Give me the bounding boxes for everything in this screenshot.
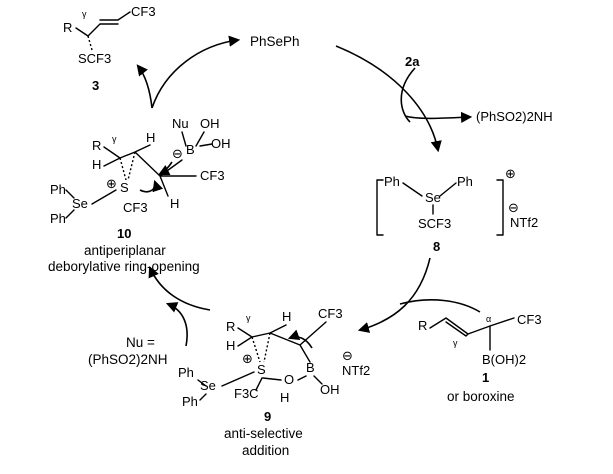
arrow-10-to-product [136, 64, 153, 109]
s1-note: or boroxine [447, 389, 515, 404]
bracket-right [496, 179, 504, 236]
i10-curly-arrow-2 [157, 161, 173, 176]
i10-caption-1: antiperiplanar [84, 243, 166, 258]
product-gamma: γ [82, 9, 87, 19]
i9-h2: H [282, 309, 291, 324]
s1-boron: B(OH)2 [482, 352, 526, 367]
arrow-nucleophile-in [165, 302, 188, 347]
i10-ph1: Ph [50, 182, 66, 197]
cycle-arrows [136, 35, 481, 347]
i9-curly-arrow [287, 329, 313, 349]
i9-wedge-s [251, 332, 271, 363]
byproduct-label: (PhSO2)2NH [476, 109, 553, 124]
i10-nu: Nu [172, 116, 189, 131]
nu-line1: Nu = [126, 335, 155, 350]
i10-h1: H [92, 157, 101, 172]
i9-ph1: Ph [178, 365, 194, 380]
s1-gamma: γ [453, 338, 458, 348]
i9-plus: ⊕ [242, 351, 253, 366]
i9-bonds [197, 321, 327, 401]
i8-bonds [402, 182, 457, 215]
i9-b: B [306, 360, 315, 375]
product-r: R [63, 20, 72, 35]
i10-oh1: OH [200, 116, 220, 131]
i9-s: S [257, 362, 266, 377]
arrow-reagent-in [400, 67, 416, 123]
i9-cf3: CF3 [318, 306, 343, 321]
i10-h3: H [170, 196, 179, 211]
s1-alpha: α [486, 314, 491, 324]
i9-caption-1: anti-selective [224, 426, 303, 441]
i10-s: S [120, 180, 129, 195]
intermediate-10: R γ H H H Nu OH OH ⊖ B CF3 ⊕ S CF3 Ph Se… [48, 116, 231, 274]
intermediate-9: R γ H H CF3 ⊕ S O B OH H F3C Ph Se Ph ⊖ … [178, 306, 370, 458]
i9-se: Se [200, 378, 216, 393]
intermediate-8: Ph Ph Se SCF3 ⊕ ⊖ NTf2 8 [376, 166, 538, 254]
i10-bonds [65, 131, 213, 219]
i10-cf3-s: CF3 [123, 200, 148, 215]
i10-curly-arrow-1 [139, 179, 164, 193]
i10-wedge-s [119, 151, 136, 181]
i10-number: 10 [117, 226, 131, 241]
arrow-8-to-9 [357, 257, 431, 333]
arrow-byproduct-out [404, 111, 473, 123]
i10-oh2: OH [211, 136, 231, 151]
s1-number: 1 [482, 370, 489, 385]
i9-number: 9 [264, 409, 271, 424]
arrow-substrate-in [399, 299, 481, 313]
i10-ph2: Ph [50, 211, 66, 226]
product-scf3: SCF3 [78, 51, 111, 66]
i9-gamma: γ [246, 313, 251, 323]
i8-se: Se [425, 190, 441, 205]
i10-gamma: γ [112, 134, 117, 144]
catalyst-label: PhSePh [250, 34, 300, 49]
i9-oh: OH [320, 382, 340, 397]
i9-ph2: Ph [182, 394, 198, 409]
substrate-1: R γ α CF3 B(OH)2 1 or boroxine [418, 312, 542, 404]
s1-bonds [429, 317, 515, 351]
i10-caption-2: deborylative ring-opening [48, 259, 200, 274]
product-number: 3 [92, 78, 99, 93]
i10-b: B [186, 142, 195, 157]
i9-caption-2: addition [242, 443, 289, 458]
i9-r: R [226, 319, 235, 334]
product-cf3: CF3 [131, 4, 156, 19]
product-3: R γ CF3 SCF3 3 [63, 4, 156, 93]
s1-r: R [418, 318, 427, 333]
s1-cf3: CF3 [517, 312, 542, 327]
arrow-catalyst-to-8 [335, 45, 442, 153]
i8-ph-left: Ph [384, 174, 400, 189]
i10-cf3-right: CF3 [200, 168, 225, 183]
i10-minus: ⊖ [172, 146, 183, 161]
i8-number: 8 [433, 239, 440, 254]
i9-h1: H [226, 338, 235, 353]
arrow-9-to-10 [148, 265, 211, 311]
i8-counterion: NTf2 [510, 215, 538, 230]
bracket-left [376, 179, 384, 236]
i8-minus: ⊖ [508, 200, 519, 215]
i10-r: R [92, 138, 101, 153]
i9-f3c: F3C [234, 386, 259, 401]
product-dash-bond [87, 35, 93, 51]
i8-plus: ⊕ [505, 166, 516, 181]
nucleophile-definition: Nu = (PhSO2)2NH [88, 335, 168, 367]
product-bonds [75, 11, 131, 37]
i8-ph-right: Ph [457, 174, 473, 189]
i8-scf3: SCF3 [418, 216, 451, 231]
reagent-label: 2a [405, 54, 420, 69]
i10-h2: H [146, 130, 155, 145]
i9-o: O [284, 372, 294, 387]
arrow-10-to-catalyst [151, 35, 241, 109]
i9-minus: ⊖ [342, 348, 353, 363]
nu-line2: (PhSO2)2NH [88, 352, 168, 367]
i9-h-o: H [280, 390, 289, 405]
i10-plus: ⊕ [106, 176, 117, 191]
i10-se: Se [72, 196, 88, 211]
i9-counterion: NTf2 [342, 363, 370, 378]
